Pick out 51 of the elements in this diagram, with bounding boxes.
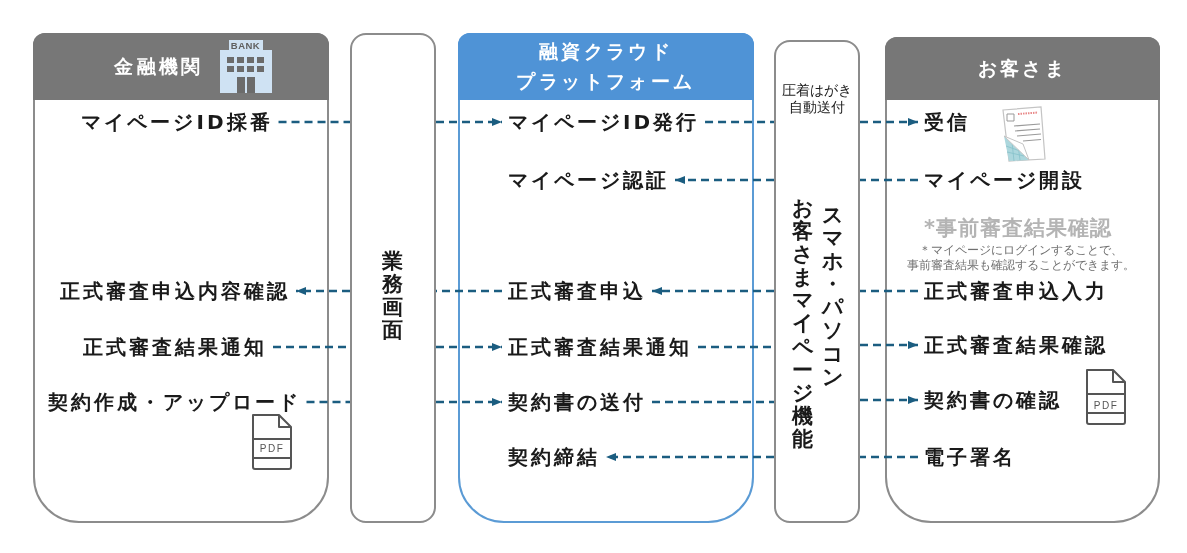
step-label: 契約作成・アップロード	[41, 389, 307, 415]
file-type-text: PDF	[1093, 400, 1119, 411]
step-label: 契約締結	[502, 444, 606, 470]
dashed-arrow	[436, 343, 502, 351]
dashed-arrow	[860, 341, 918, 349]
step-label: 正式審査申込入力	[918, 278, 1114, 304]
dashed-line	[860, 455, 918, 459]
dashed-arrow	[296, 287, 350, 295]
step-label: 正式審査申込	[502, 278, 652, 304]
step-label: 正式審査結果確認	[918, 332, 1114, 358]
dashed-line	[705, 120, 774, 124]
step-label: マイページ開設	[918, 167, 1091, 193]
channel-panel	[350, 33, 436, 523]
step-label: 契約書の確認	[918, 387, 1068, 413]
swimlane-panel	[458, 33, 754, 523]
step-label: 受信	[918, 109, 976, 135]
dashed-line	[860, 289, 918, 293]
dashed-line	[652, 400, 774, 404]
note-text: ＊マイページにログインすることで、事前審査結果も確認することができます。	[906, 243, 1136, 273]
swimlane-panel	[885, 37, 1160, 523]
vertical-text: お客さまマイページ機能	[792, 197, 813, 452]
step-label: 電子署名	[918, 444, 1022, 470]
dashed-line	[698, 345, 774, 349]
step-label: 正式審査結果通知	[77, 334, 273, 360]
step-label: マイページID採番	[75, 109, 279, 135]
lane-title: 融資クラウドプラットフォーム	[515, 39, 697, 94]
dashed-arrow	[675, 176, 774, 184]
dashed-arrow	[860, 396, 918, 404]
lane-title: お客さま	[977, 55, 1068, 81]
file-type-text: PDF	[259, 443, 285, 454]
dashed-line	[860, 178, 918, 182]
dashed-arrow	[860, 118, 918, 126]
dashed-arrow	[652, 287, 774, 295]
dashed-arrow	[606, 453, 774, 461]
sign-text: BANK	[230, 40, 261, 51]
dashed-line	[278, 120, 350, 124]
dashed-line	[436, 289, 502, 293]
vertical-text: スマホ・パソコン	[822, 204, 843, 389]
panel-caption: 圧着はがき自動送付	[781, 82, 853, 116]
vertical-text: 業務画面	[382, 250, 403, 343]
step-label: 正式審査申込内容確認	[54, 278, 296, 304]
dashed-line	[306, 400, 350, 404]
lane-title: 金融機関	[114, 53, 204, 79]
dashed-arrow	[436, 118, 502, 126]
step-label: 正式審査結果通知	[502, 334, 698, 360]
channel-panel	[774, 40, 860, 523]
step-label: 契約書の送付	[502, 389, 652, 415]
note-heading: *事前審査結果確認	[924, 216, 1112, 242]
step-label: マイページID発行	[502, 109, 706, 135]
step-label: マイページ認証	[502, 167, 675, 193]
dashed-arrow	[436, 398, 502, 406]
